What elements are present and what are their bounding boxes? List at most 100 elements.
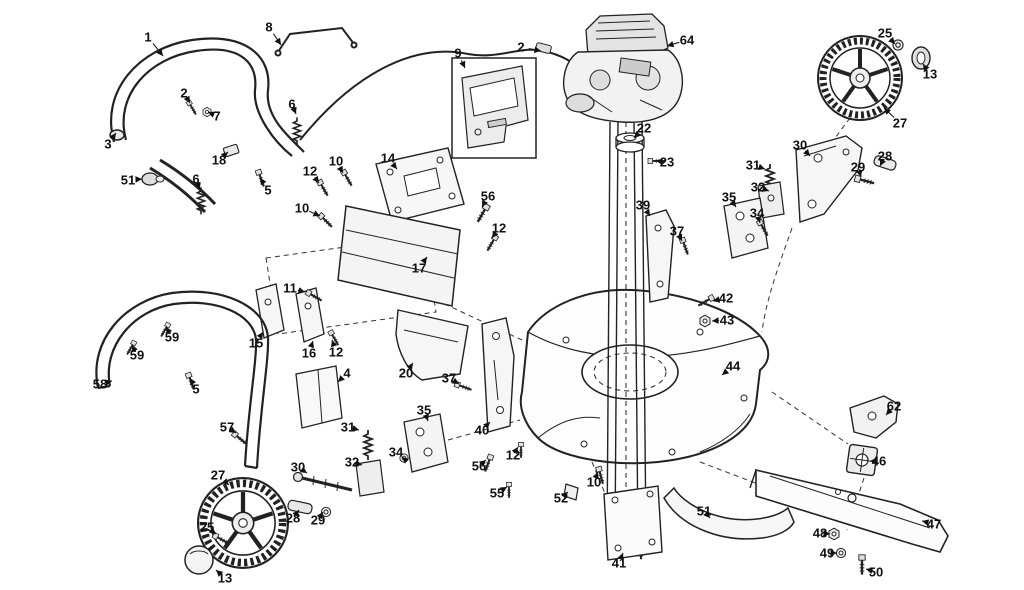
- callout-leader-line: [592, 471, 599, 480]
- callout-leader-line: [617, 552, 624, 561]
- support-bracket-15: [255, 283, 285, 339]
- crankshaft-and-bolts: [606, 121, 647, 561]
- nut-icon-43: [699, 314, 711, 328]
- part-number-41: 41: [612, 556, 626, 571]
- part-number-5: 5: [192, 382, 199, 397]
- part-number-12: 12: [492, 221, 506, 236]
- part-number-32: 32: [751, 180, 765, 195]
- callout-leader-line: [194, 181, 201, 190]
- callout-leader-line: [207, 111, 216, 118]
- callout-leader-line: [643, 208, 651, 217]
- upper-handle: [109, 37, 305, 214]
- callout-leader-line: [420, 256, 428, 265]
- callout-leader-line: [482, 421, 491, 430]
- callout-leader-line: [221, 478, 230, 486]
- part-number-40: 40: [475, 423, 489, 438]
- part-number-11: 11: [283, 281, 297, 296]
- control-housing: [451, 57, 537, 159]
- part-number-48: 48: [813, 526, 827, 541]
- part-number-59: 59: [165, 330, 179, 345]
- part-number-12: 12: [329, 345, 343, 360]
- part-number-32: 32: [345, 455, 359, 470]
- part-number-25: 25: [878, 26, 892, 41]
- handle-grip-tube-2: [159, 158, 217, 206]
- blade-nut-icon-48: [828, 527, 840, 541]
- callout-leader-line: [208, 527, 217, 535]
- callout-leader-line: [922, 63, 930, 72]
- part-number-10: 10: [329, 154, 343, 169]
- blade: [749, 468, 949, 553]
- part-number-28: 28: [286, 511, 300, 526]
- callout-leader-line: [131, 344, 138, 353]
- part-number-37: 37: [670, 224, 684, 239]
- part-number-39: 39: [636, 198, 650, 213]
- callout-leader-line: [165, 326, 173, 335]
- part-number-29: 29: [311, 513, 325, 528]
- part-number-15: 15: [249, 336, 263, 351]
- part-number-59: 59: [130, 348, 144, 363]
- part-number-56: 56: [481, 189, 495, 204]
- part-number-9: 9: [454, 46, 461, 61]
- handle-end-cap: [109, 129, 125, 141]
- part-number-57: 57: [220, 420, 234, 435]
- part-number-14: 14: [381, 151, 396, 166]
- callout-leader-line: [228, 426, 237, 434]
- part-number-13: 13: [218, 571, 232, 586]
- part-number-12: 12: [303, 164, 317, 179]
- callout-leader-line: [528, 46, 542, 53]
- right-wheel: [818, 36, 902, 120]
- callout-leader-line: [307, 340, 315, 349]
- callout-leader-line: [299, 466, 308, 474]
- part-number-50: 50: [869, 565, 883, 580]
- callout-leader-line: [451, 377, 460, 385]
- callout-leader-line: [104, 379, 113, 386]
- wheel-washer-icon: [892, 39, 904, 51]
- crankshaft-pulley: [615, 132, 645, 153]
- part-number-20: 20: [399, 366, 413, 381]
- part-number-30: 30: [291, 460, 305, 475]
- part-number-35: 35: [722, 190, 736, 205]
- part-number-62: 62: [887, 399, 901, 414]
- part-number-49: 49: [820, 546, 834, 561]
- callout-leader-line: [855, 169, 863, 178]
- callout-leader-line: [499, 486, 508, 494]
- callout-leader-line: [272, 33, 282, 46]
- blade-adapter-46: [845, 443, 879, 477]
- callout-leader-line: [256, 331, 264, 340]
- callout-leader-line: [183, 95, 191, 104]
- callout-leader-line: [330, 339, 338, 348]
- callout-leader-line: [865, 567, 874, 575]
- part-number-37: 37: [442, 371, 456, 386]
- part-number-27: 27: [893, 116, 907, 131]
- callout-leader-line: [879, 158, 886, 167]
- callout-leader-line: [481, 199, 489, 208]
- part-number-3: 3: [104, 137, 111, 152]
- mounting-plate-14: [375, 147, 465, 223]
- callout-leader-line: [292, 509, 300, 518]
- callout-leader-line: [703, 510, 711, 519]
- callout-leader-line: [888, 36, 896, 45]
- callout-leader-line: [511, 446, 519, 455]
- callout-leader-line: [676, 233, 683, 242]
- callout-leader-line: [721, 368, 730, 376]
- part-number-16: 16: [302, 346, 316, 361]
- part-number-6: 6: [288, 97, 295, 112]
- part-number-13: 13: [923, 67, 937, 82]
- part-number-27: 27: [211, 468, 225, 483]
- callout-leader-line: [312, 175, 320, 184]
- part-number-2: 2: [517, 40, 524, 55]
- callout-leader-line: [757, 163, 766, 171]
- part-number-42: 42: [719, 291, 733, 306]
- blade-bracket-62: [849, 395, 899, 439]
- skirt-plate-4: [295, 365, 343, 429]
- callout-leader-line: [560, 491, 569, 499]
- callout-leader-line: [215, 569, 224, 577]
- callout-leader-line: [491, 230, 499, 239]
- callout-leader-line: [754, 215, 762, 224]
- part-number-17: 17: [412, 261, 426, 276]
- part-number-35: 35: [417, 403, 431, 418]
- deck-opening: [581, 344, 679, 400]
